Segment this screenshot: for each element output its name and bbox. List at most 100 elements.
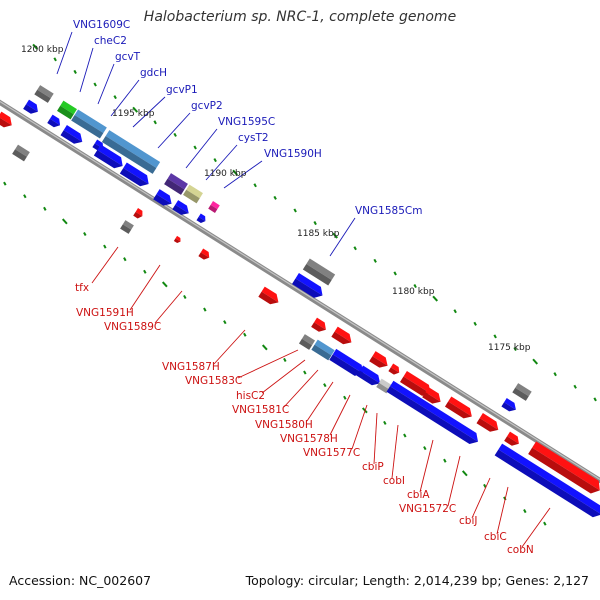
gene-arrow xyxy=(376,378,392,394)
gc-tick xyxy=(61,218,68,225)
gc-tick xyxy=(32,43,39,50)
gene-arrow xyxy=(501,398,516,412)
gc-content-track xyxy=(3,43,597,526)
gene-label: VNG1577C xyxy=(303,447,360,459)
label-leader-line xyxy=(496,486,509,535)
gc-tick xyxy=(183,294,187,299)
gene-label: VNG1580H xyxy=(255,419,313,431)
label-leader-line xyxy=(329,217,356,257)
map-title: Halobacterium sp. NRC-1, complete genome xyxy=(143,9,457,25)
topology-summary: Topology: circular; Length: 2,014,239 bp… xyxy=(245,573,589,588)
gene-arrow xyxy=(153,189,172,206)
label-leader-line xyxy=(223,160,263,189)
gc-tick xyxy=(343,395,347,400)
gene-label: VNG1585Cm xyxy=(355,205,422,217)
gene-arrow xyxy=(356,365,381,386)
gc-tick xyxy=(461,470,468,477)
label-leader-line xyxy=(129,264,161,311)
gene-arrow xyxy=(34,85,54,103)
gene-arrow xyxy=(291,272,323,298)
gene-arrow xyxy=(302,258,336,286)
gc-tick xyxy=(153,120,157,125)
gc-tick xyxy=(261,344,268,351)
gene-label: VNG1583C xyxy=(185,375,242,387)
gc-tick xyxy=(443,458,447,463)
gc-tick xyxy=(203,307,207,312)
gc-tick xyxy=(23,194,27,199)
gc-tick xyxy=(423,446,427,451)
gene-arrow xyxy=(388,363,400,375)
gene-label: cbiJ xyxy=(459,515,477,527)
gene-label: cysT2 xyxy=(238,132,269,144)
gc-tick xyxy=(93,82,97,87)
gene-arrow xyxy=(119,162,149,187)
gene-label: gcvP1 xyxy=(166,84,198,96)
gene-arrow xyxy=(164,173,188,195)
label-leader-line xyxy=(132,96,166,128)
gene-arrow xyxy=(311,339,335,361)
scale-label: 1190 kbp xyxy=(204,169,247,179)
label-leader-line xyxy=(91,246,119,284)
gene-arrow xyxy=(93,144,123,169)
gene-arrow xyxy=(258,286,279,305)
scale-label: 1200 kbp xyxy=(21,45,64,55)
gene-arrow xyxy=(120,220,134,234)
top-gene-labels: VNG1609C cheC2 gcvT gdcH gcvP1 gcvP2 VNG… xyxy=(73,19,422,217)
gc-tick xyxy=(83,231,87,237)
gc-tick xyxy=(353,246,357,251)
gene-label: gdcH xyxy=(140,67,167,79)
label-leader-line xyxy=(185,128,218,169)
gc-tick xyxy=(53,57,57,62)
gc-tick xyxy=(223,320,227,325)
gc-tick xyxy=(313,221,317,226)
gene-label: VNG1581C xyxy=(232,404,289,416)
label-leader-line xyxy=(373,412,378,465)
gc-tick xyxy=(593,397,597,402)
gene-arrow xyxy=(331,326,352,345)
gene-arrow xyxy=(196,213,206,224)
scale-label: 1180 kbp xyxy=(392,287,435,297)
label-leader-line xyxy=(329,394,351,436)
label-leader-line xyxy=(97,63,115,105)
gc-tick xyxy=(513,346,517,352)
gene-arrow xyxy=(528,441,600,494)
gene-arrow xyxy=(494,443,600,518)
gene-label: gcvT xyxy=(115,51,141,63)
gene-arrow xyxy=(504,431,519,446)
gene-label: hisC2 xyxy=(236,390,265,402)
gene-label: VNG1591H xyxy=(76,307,134,319)
gene-arrow xyxy=(172,200,189,215)
genome-axis-highlight xyxy=(0,100,600,481)
gene-label: VNG1589C xyxy=(104,321,161,333)
gene-arrow xyxy=(101,130,161,174)
gene-arrow xyxy=(444,396,472,419)
gc-tick xyxy=(432,295,439,302)
gene-arrow xyxy=(60,125,83,144)
scale-label: 1175 kbp xyxy=(488,343,531,353)
gene-label: VNG1609C xyxy=(73,19,130,31)
gene-arrow xyxy=(57,100,77,120)
label-leader-line xyxy=(79,47,94,93)
gene-label: cheC2 xyxy=(94,35,127,47)
gene-arrow xyxy=(71,109,107,139)
gc-tick xyxy=(523,509,527,514)
genome-axis xyxy=(0,99,600,484)
label-leader-lines xyxy=(56,31,551,548)
label-leader-line xyxy=(56,31,73,75)
gc-tick xyxy=(293,208,297,213)
gene-arrow xyxy=(399,370,431,396)
gc-tick xyxy=(373,258,377,263)
gc-tick xyxy=(73,69,77,74)
gc-tick xyxy=(483,483,487,488)
gene-arrow xyxy=(298,334,316,350)
gene-arrow xyxy=(133,208,143,219)
gc-tick xyxy=(283,357,287,362)
scale-label: 1185 kbp xyxy=(297,229,340,239)
gene-arrow xyxy=(173,235,181,244)
gc-tick xyxy=(383,420,387,425)
label-leader-line xyxy=(391,424,399,479)
gc-tick xyxy=(43,206,47,211)
gene-arrow xyxy=(476,413,499,432)
gene-arrow xyxy=(0,111,12,128)
gc-tick xyxy=(132,106,139,113)
